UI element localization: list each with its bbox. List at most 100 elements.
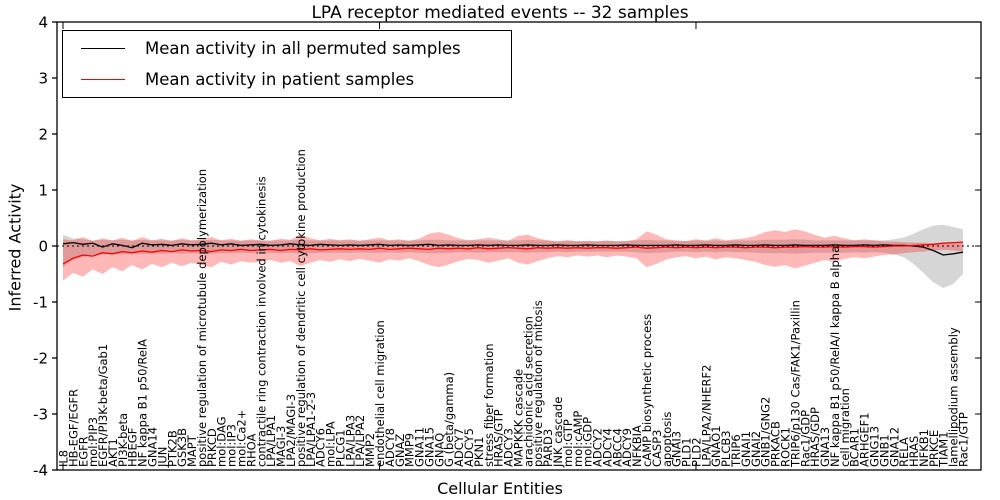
x-category-label: PLCG1 [333,429,347,467]
x-category-label: RHOA [244,434,258,467]
x-category-label: mol:IP3 [225,424,239,467]
x-category-label: lamellipodium assembly [947,327,961,467]
x-category-label: RELA [897,437,911,467]
y-tick-label: 0 [38,238,48,256]
x-category-label: contractile ring contraction involved in… [254,176,268,467]
x-category-label: GNAZ [393,434,407,467]
chart-title: LPA receptor mediated events -- 32 sampl… [311,3,689,23]
x-category-label: ADCY7 [452,428,466,467]
x-category-label: HBEGF [126,428,140,467]
x-category-label: PI3K-beta [116,413,130,467]
x-category-label: PKN1 [472,437,486,467]
x-category-label: HRAS [907,436,921,467]
legend-line-black [81,47,125,49]
x-category-label: TRIP6/p130 Cas/FAK1/Paxillin [788,300,802,468]
x-category-label: EGFR/PI3K-beta/Gab1 [96,344,110,467]
legend-label-permuted: Mean activity in all permuted samples [145,38,461,58]
legend-entry-permuted: Mean activity in all permuted samples [63,34,511,62]
x-category-label: LPA/LPA1 [264,415,278,467]
x-category-label: ADCY6 [314,428,328,467]
x-category-label: GNG13 [868,426,882,467]
x-category-label: ABCC4 [610,428,624,467]
x-category-label: Rac1/GTP [957,412,971,467]
x-category-label: PLD1 [680,437,694,467]
x-category-label: mol:LPA [324,421,338,467]
y-tick-label: 1 [38,182,48,200]
x-category-label: GNA14 [146,427,160,467]
x-category-label: TIAM1 [937,431,951,468]
x-category-label: PRKACB [769,421,783,467]
x-category-label: ADCY8 [383,428,397,467]
x-category-label: mol:cAMP [571,411,585,467]
x-category-label: ADCY9 [620,428,634,467]
x-category-label: Rac1/GDP [798,410,812,467]
x-category-label: GNB1/GNG2 [759,397,773,467]
x-category-label: positive regulation of dendritic cell cy… [294,149,308,467]
x-category-label: ARHGEF1 [858,412,872,467]
series-line-patient [62,241,964,265]
x-category-label: mol:Ca2+ [235,410,249,467]
x-category-label: MAPT [185,434,199,467]
x-category-label: PLD2 [690,437,704,467]
x-category-label: LPA/LPA1-2-3 [304,392,318,467]
x-category-label: PLCB3 [719,430,733,467]
x-category-label: AKT1 [106,438,120,467]
x-category-label: NFKB1 [917,429,931,467]
x-category-label: JNK cascade [551,397,565,468]
x-category-label: CASP3 [650,430,664,467]
x-category-label: GNA12 [887,427,901,467]
x-category-label: LPA/LPA2 [353,415,367,467]
y-tick-label: -1 [33,294,48,312]
x-category-label: HRAS/GDP [808,407,822,467]
x-category-label: ADCY4 [601,428,615,467]
x-category-label: ADCY2 [591,428,605,467]
x-category-label: MMP2 [363,433,377,467]
x-category-label: LPA2/MAGI-3 [284,394,298,467]
y-tick-label: 3 [38,70,48,88]
x-category-label: GNB1 [877,434,891,467]
x-category-label: LPA/LPA3 [343,415,357,467]
x-category-label: stress fiber formation [482,343,496,467]
x-category-label: HB-EGF/EGFR [66,389,80,467]
legend-line-red [81,79,125,81]
x-category-label: PRKCE [927,430,941,467]
x-category-label: GNAI1 [739,431,753,467]
x-category-label: positive regulation of microtubule depol… [195,169,209,467]
x-category-label: NFKBIA [630,425,644,467]
x-category-label: GNA15 [422,427,436,467]
x-category-label: HRAS/GTP [492,409,506,467]
x-category-label: GNA11 [413,427,427,467]
band-patient [63,229,963,281]
x-category-label: NF kappa B1 p50/RelA/I kappa B alpha [828,246,842,467]
x-category-label: mol:DAG [215,416,229,467]
x-category-label: mol:GTP [561,419,575,467]
x-category-label: mol:GDP [581,417,595,467]
x-category-label: MAPKKK cascade [511,369,525,467]
series-line-permuted [62,241,964,256]
y-tick-label: -3 [33,406,48,424]
x-axis-title: Cellular Entities [437,479,563,498]
x-category-label: LPA/LPA2/NHERF2 [699,365,713,467]
band-permuted [63,224,963,288]
x-category-label: GSK3B [175,428,189,467]
x-category-label: MAGI-3 [274,426,288,467]
x-category-label: GNAI3 [670,431,684,467]
x-category-label: cAMP biosynthetic process [640,314,654,467]
y-tick-label: -2 [33,350,48,368]
x-category-label: GNAO1 [709,425,723,467]
x-category-label: arachidonic acid secretion [521,316,535,467]
x-category-label: EGFR [76,436,90,467]
y-tick-label: -4 [33,462,48,480]
x-category-label: MMP9 [403,433,417,467]
x-category-label: PRKCD [205,428,219,467]
x-category-label: endothelial cell migration [373,320,387,467]
x-category-label: GNA13 [818,427,832,467]
x-category-label: GNAQ [432,433,446,467]
x-category-label: ROCK1 [779,427,793,467]
x-category-label: apoptosis [660,412,674,467]
x-category-label: ADCY5 [462,428,476,467]
x-category-label: PARD3 [541,429,555,467]
x-category-label: positive regulation of mitosis [531,300,545,467]
legend-entry-patient: Mean activity in patient samples [63,66,511,94]
